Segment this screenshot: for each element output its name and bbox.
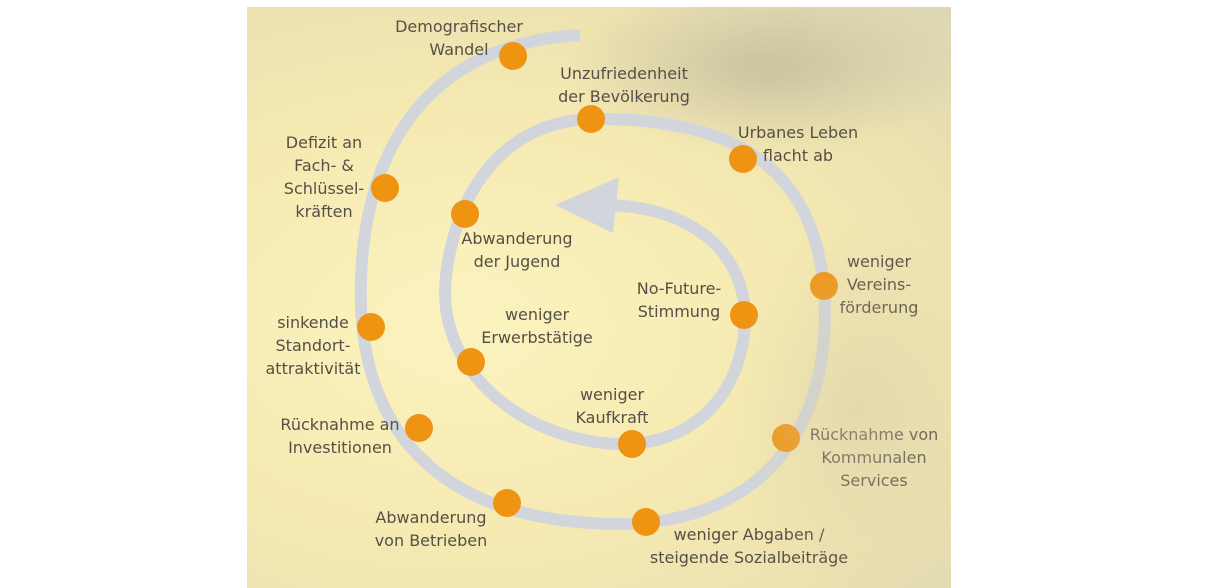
spiral-diagram: Demografischer Wandel Unzufriedenheit de… <box>247 7 951 588</box>
node-abwanderung-jugend <box>451 200 479 228</box>
node-urbanes-leben <box>729 145 757 173</box>
label-fachkraefte: Defizit an Fach- & Schlüssel- kräften <box>283 133 365 221</box>
label-urbanes-leben: Urbanes Leben flacht ab <box>737 123 859 165</box>
spiral-arrowhead <box>555 177 619 233</box>
label-kaufkraft: weniger Kaufkraft <box>575 385 649 427</box>
node-unzufriedenheit <box>577 105 605 133</box>
node-vereinsfoerderung <box>810 272 838 300</box>
label-abwanderung-jugend: Abwanderung der Jugend <box>461 229 573 271</box>
node-standort <box>357 313 385 341</box>
label-no-future: No-Future- Stimmung <box>636 279 722 321</box>
node-erwerbstaetige <box>457 348 485 376</box>
node-kaufkraft <box>618 430 646 458</box>
node-demografischer-wandel <box>499 42 527 70</box>
node-abwanderung-betriebe <box>493 489 521 517</box>
label-standort: sinkende Standort- attraktivität <box>265 313 361 378</box>
label-abgaben: weniger Abgaben / steigende Sozialbeiträ… <box>649 525 849 567</box>
label-vereinsfoerderung: weniger Vereins- förderung <box>839 252 919 317</box>
label-investitionen: Rücknahme an Investitionen <box>280 415 400 457</box>
node-fachkraefte <box>371 174 399 202</box>
node-investitionen <box>405 414 433 442</box>
label-demografischer-wandel: Demografischer Wandel <box>395 17 523 59</box>
node-abgaben <box>632 508 660 536</box>
label-kommunale-services: Rücknahme von Kommunalen Services <box>809 425 939 490</box>
label-abwanderung-betriebe: Abwanderung von Betrieben <box>374 508 488 550</box>
label-erwerbstaetige: weniger Erwerbstätige <box>481 305 593 347</box>
label-unzufriedenheit: Unzufriedenheit der Bevölkerung <box>558 64 690 106</box>
node-kommunale-services <box>772 424 800 452</box>
